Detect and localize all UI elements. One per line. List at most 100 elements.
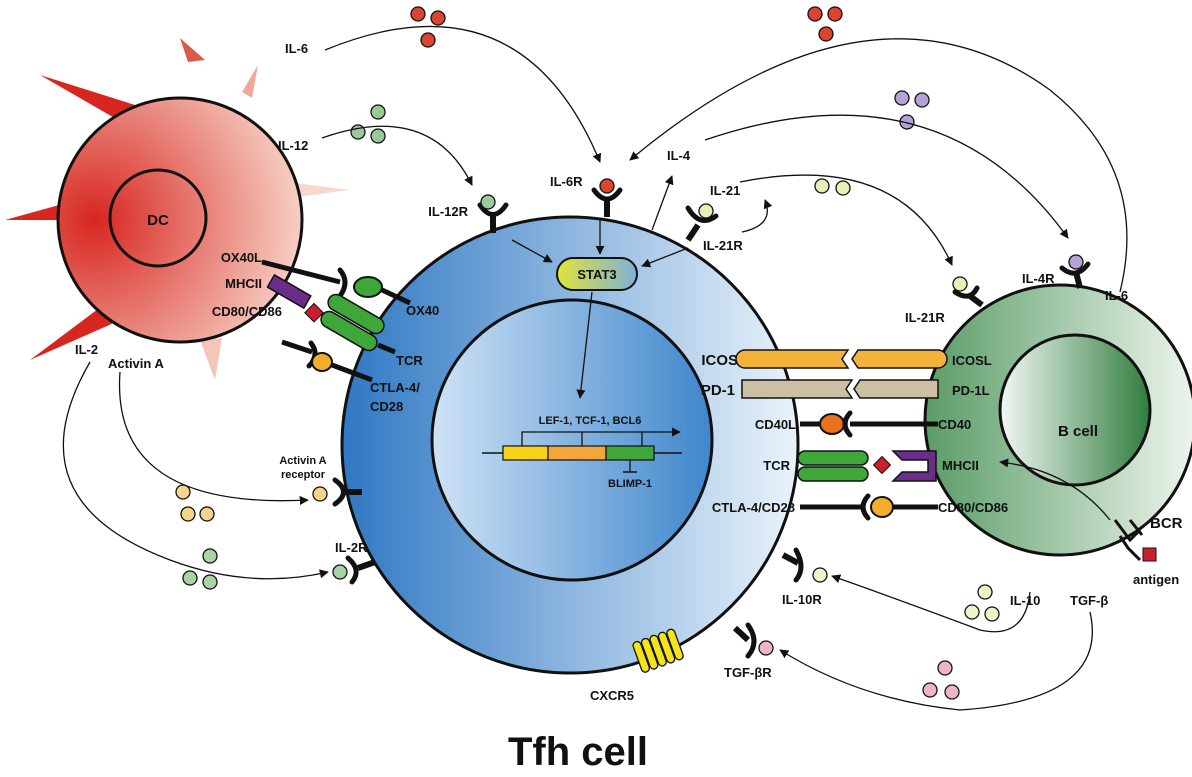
figure-title: Tfh cell — [508, 730, 648, 774]
il10r: IL-10R — [781, 547, 828, 607]
b-mhcii-label: MHCII — [942, 458, 979, 473]
lef1-gene — [502, 445, 549, 461]
tcr-left-2 — [320, 310, 378, 352]
il12r-to-stat3-arrow — [511, 239, 553, 263]
il10-cytokines — [964, 584, 1000, 622]
tfh-b-synapse: ICOS ICOSL PD-1 PD-1L CD40L CD40 TCR MHC… — [701, 349, 1183, 587]
ctla4-left-label-1: CTLA-4/ — [370, 380, 420, 395]
il10-arrow — [831, 574, 1031, 633]
tcr-right-1 — [797, 450, 869, 466]
ox40-stalk — [380, 287, 412, 306]
activin-a-source-label: Activin A — [108, 356, 164, 371]
dc-mhcii — [266, 273, 312, 310]
activin-a-cytokines — [175, 484, 215, 522]
cxcr5-receptor: CXCR5 — [590, 628, 684, 703]
tcr-stalk — [377, 342, 396, 355]
il6-top-label: IL-6 — [285, 41, 308, 56]
activin-a-receptor-label-1: Activin A — [279, 455, 326, 467]
antigen-label: antigen — [1133, 572, 1179, 587]
tgfb-cytokines — [922, 660, 960, 700]
cd80-b-molecule — [870, 496, 894, 518]
il10r-label: IL-10R — [782, 592, 822, 607]
il6r-label: IL-6R — [550, 174, 583, 189]
gene-locus: LEF-1, TCF-1, BCL6 BLIMP-1 — [482, 415, 682, 490]
il2-bound — [332, 564, 348, 580]
il4-label: IL-4 — [667, 148, 691, 163]
il2-cytokines — [182, 548, 218, 590]
il21-autocrine-arrow — [741, 199, 773, 233]
cd40-label: CD40 — [938, 417, 971, 432]
cd40l-label: CD40L — [755, 417, 796, 432]
il21-bound-tfh — [698, 203, 714, 219]
il21r-to-stat3-arrow — [641, 247, 689, 268]
b-cd80-label: CD80/CD86 — [938, 500, 1008, 515]
cd28-right-cup — [860, 493, 871, 521]
b-cell: B cell — [923, 283, 1192, 557]
cd80-stalk — [281, 339, 313, 355]
activin-a-arrow — [118, 371, 309, 505]
blimp1-label: BLIMP-1 — [608, 478, 652, 490]
pd1-label: PD-1 — [701, 382, 735, 399]
il21r-b-label: IL-21R — [905, 310, 945, 325]
il4-secretion-arrow — [651, 175, 674, 231]
ctla4-left-label-2: CD28 — [370, 399, 403, 414]
activin-a-receptor: Activin A receptor — [279, 455, 362, 507]
b-mhcii — [891, 450, 937, 482]
icosl-molecule — [851, 349, 948, 369]
bcl6-gene — [605, 445, 655, 461]
tcr-left-label: TCR — [396, 353, 423, 368]
b-antigen — [872, 455, 892, 475]
cd28-left-molecule — [311, 352, 333, 372]
il6-dc-arrow — [324, 25, 602, 163]
pd1l-molecule — [853, 379, 939, 399]
il21r-tfh-label: IL-21R — [703, 238, 743, 253]
stat3-label: STAT3 — [577, 267, 616, 282]
icos-label: ICOS — [701, 352, 738, 369]
il6r: IL-6R — [550, 174, 623, 217]
tfh-cell — [340, 215, 800, 675]
il6-b-arrow — [629, 38, 1128, 293]
dc-mhcii-label: MHCII — [225, 276, 262, 291]
cxcr5-label: CXCR5 — [590, 688, 634, 703]
il10-label: IL-10 — [1010, 593, 1040, 608]
dc-nucleus — [108, 168, 208, 268]
ox40-molecule — [353, 276, 383, 298]
il21-cytokines — [814, 178, 851, 196]
il21r-tfh: IL-21R — [685, 203, 743, 253]
il21-to-bcell-arrow — [739, 174, 953, 266]
dc-spike — [180, 38, 205, 62]
ox40-label: OX40 — [406, 303, 439, 318]
cd40l-molecule — [819, 413, 845, 435]
il2r-label: IL-2R — [335, 540, 368, 555]
tgfbr-label: TGF-βR — [724, 665, 772, 680]
il2-source-label: IL-2 — [75, 342, 98, 357]
cd28-stalk — [331, 362, 373, 383]
stat3-node: STAT3 — [556, 257, 638, 291]
tgfbr: TGF-βR — [724, 622, 774, 680]
ox40l-cup — [337, 267, 348, 299]
il6-b-label: IL-6 — [1105, 288, 1128, 303]
tcf1-gene — [547, 445, 607, 461]
il12-bound — [480, 194, 496, 210]
tcr-left-1 — [327, 293, 385, 335]
il6-cytokines-right — [807, 6, 843, 42]
tcr-right-2 — [797, 466, 869, 482]
tgfb-bound — [758, 640, 774, 656]
activin-a-bound — [312, 486, 328, 502]
activin-a-receptor-label-2: receptor — [281, 469, 326, 481]
dendritic-cell: DC OX40L MHCII CD80/CD86 IL-2 Activin A — [5, 38, 350, 380]
il10-bound — [812, 567, 828, 583]
dc-body — [56, 96, 304, 344]
bcr-antigen — [1142, 547, 1157, 562]
genes-label: LEF-1, TCF-1, BCL6 — [539, 415, 642, 427]
bcr-to-mhcii-arrow — [999, 458, 1111, 521]
il12r: IL-12R — [428, 194, 509, 233]
tgfb-label: TGF-β — [1070, 593, 1108, 608]
il6-bound — [599, 178, 615, 194]
ctla4-right-label: CTLA-4/CD28 — [712, 500, 795, 515]
bcr-label: BCR — [1150, 515, 1183, 532]
b-cell-nucleus — [998, 333, 1152, 487]
il2r: IL-2R — [332, 540, 376, 585]
ox40l-stalk — [261, 259, 341, 285]
